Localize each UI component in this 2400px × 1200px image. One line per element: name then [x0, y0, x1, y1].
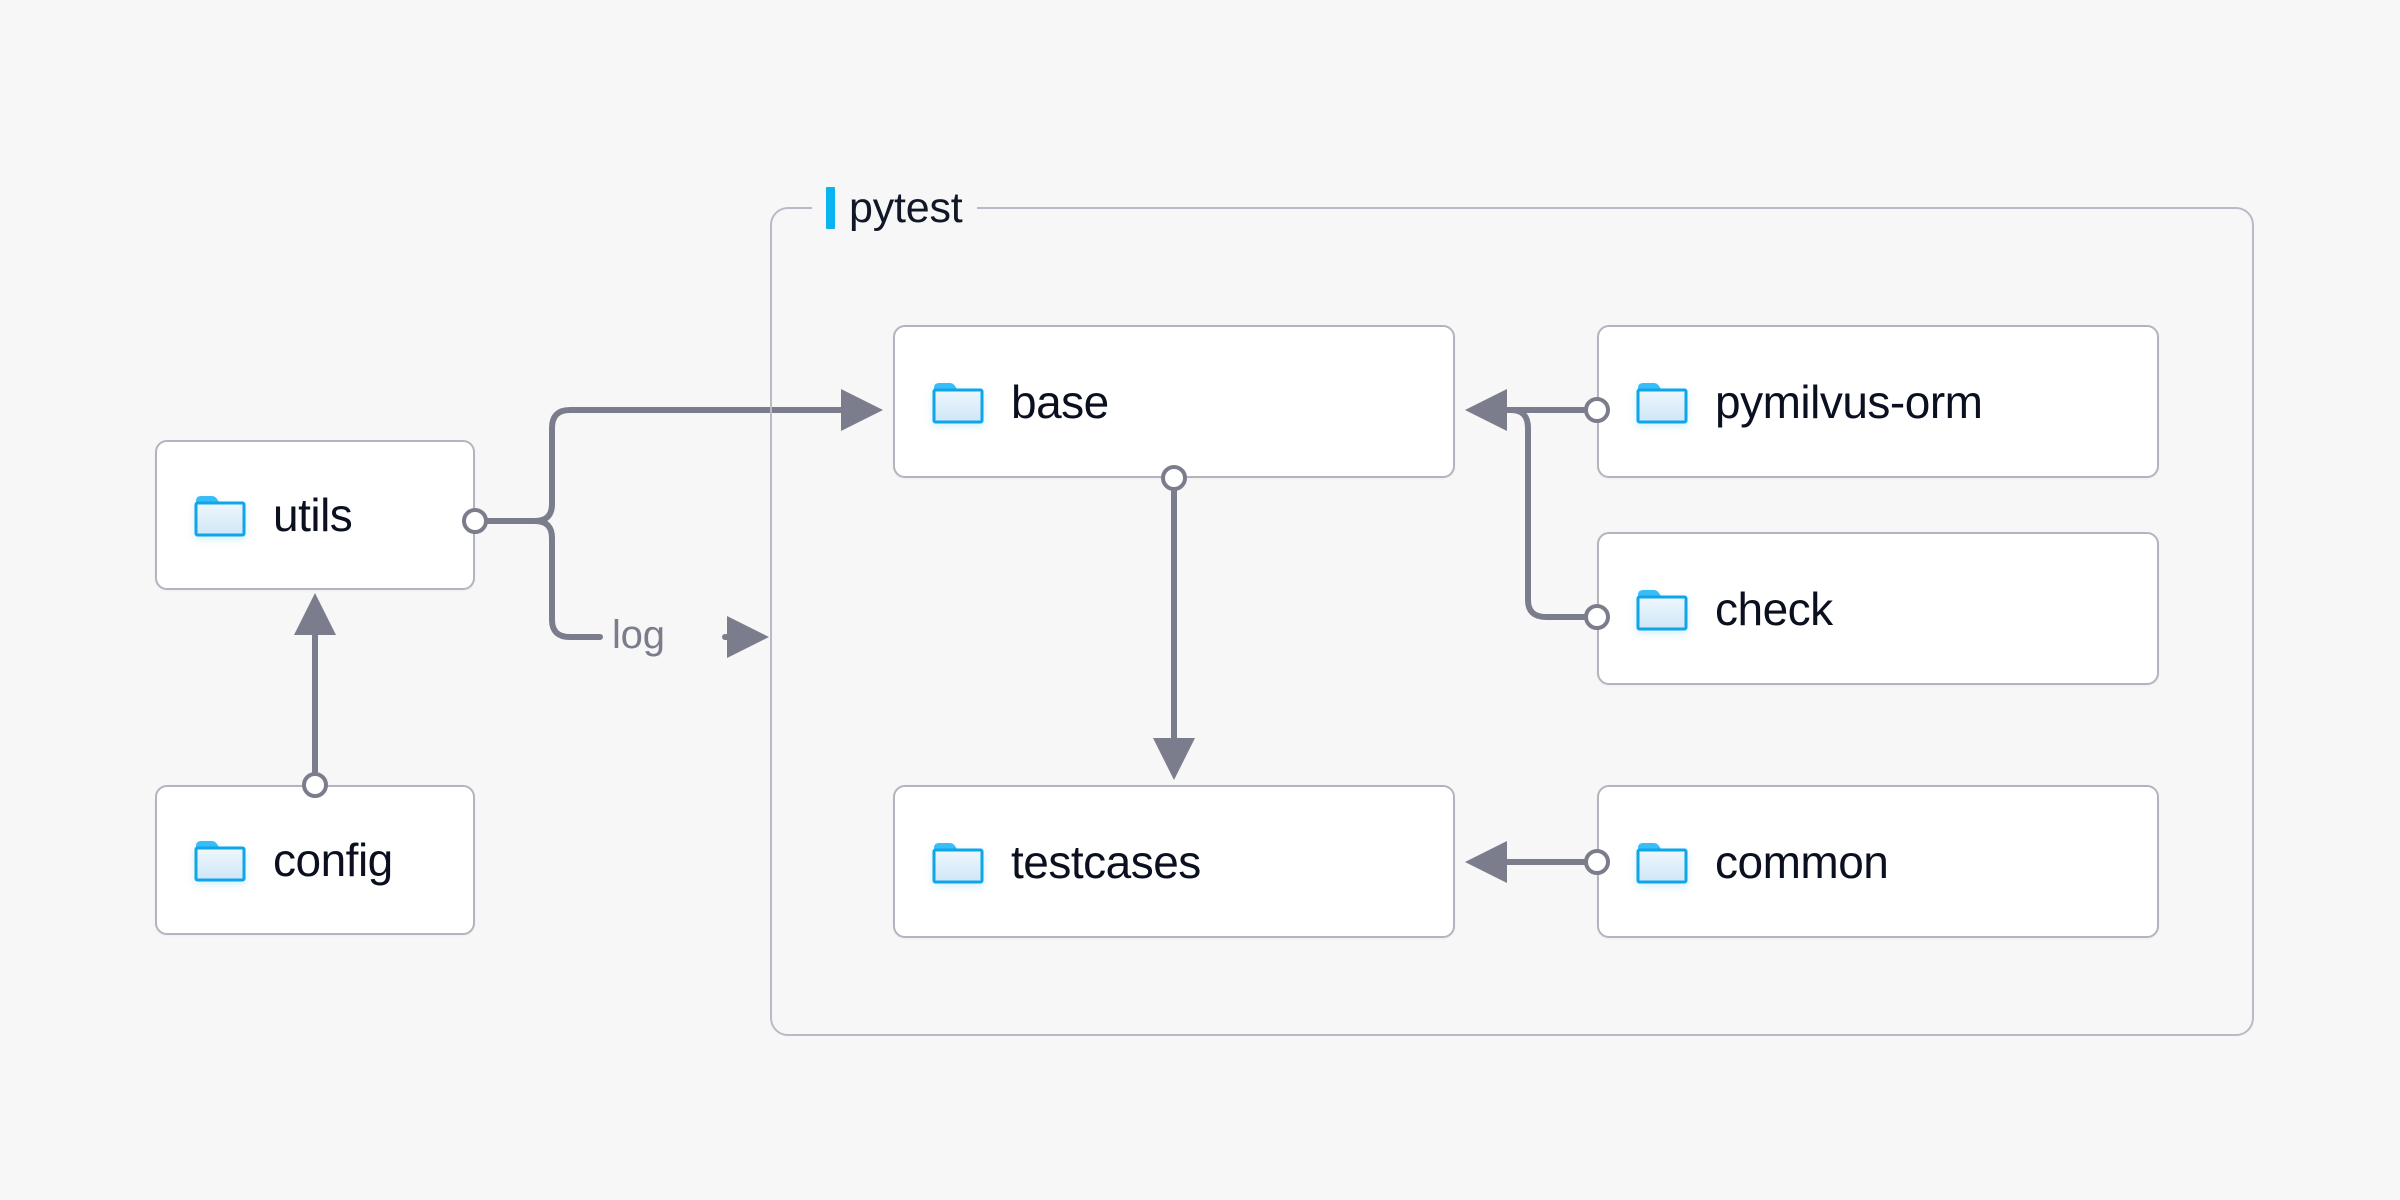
- folder-icon: [1635, 586, 1689, 632]
- node-utils[interactable]: utils: [155, 440, 475, 590]
- group-title: pytest: [849, 183, 963, 232]
- group-label-pytest: pytest: [812, 181, 977, 235]
- edge-utils-to-log: [485, 518, 603, 640]
- node-label: config: [273, 834, 393, 886]
- accent-bar-icon: [826, 187, 835, 229]
- folder-icon: [193, 492, 247, 538]
- edge-check-to-base: [1469, 407, 1587, 620]
- edge-label-log: log: [606, 613, 671, 658]
- node-testcases[interactable]: testcases: [893, 785, 1455, 938]
- folder-icon: [1635, 839, 1689, 885]
- folder-icon: [931, 379, 985, 425]
- node-label: utils: [273, 489, 353, 541]
- group-container-pytest: [770, 207, 2254, 1036]
- node-base-content: base: [895, 375, 1109, 429]
- node-base[interactable]: base: [893, 325, 1455, 478]
- node-label: check: [1715, 582, 1833, 635]
- node-check-content: check: [1599, 582, 1833, 636]
- folder-icon: [931, 839, 985, 885]
- node-label: pymilvus-orm: [1715, 375, 1983, 428]
- node-label: common: [1715, 835, 1889, 888]
- node-check[interactable]: check: [1597, 532, 2159, 685]
- folder-icon: [193, 837, 247, 883]
- port-common-left[interactable]: [1584, 849, 1610, 875]
- node-testcases-content: testcases: [895, 835, 1201, 889]
- node-utils-content: utils: [157, 488, 353, 542]
- port-utils-right[interactable]: [462, 508, 488, 534]
- node-common-content: common: [1599, 835, 1889, 889]
- port-check-left[interactable]: [1584, 604, 1610, 630]
- node-pymilvus-orm[interactable]: pymilvus-orm: [1597, 325, 2159, 478]
- folder-icon: [1635, 379, 1689, 425]
- node-config-content: config: [157, 833, 393, 887]
- port-config-top[interactable]: [302, 772, 328, 798]
- node-common[interactable]: common: [1597, 785, 2159, 938]
- port-base-bottom[interactable]: [1161, 465, 1187, 491]
- node-label: testcases: [1011, 835, 1201, 888]
- node-config[interactable]: config: [155, 785, 475, 935]
- node-label: base: [1011, 375, 1109, 428]
- port-pymilvus-orm-left[interactable]: [1584, 397, 1610, 423]
- node-pymilvus-orm-content: pymilvus-orm: [1599, 375, 1983, 429]
